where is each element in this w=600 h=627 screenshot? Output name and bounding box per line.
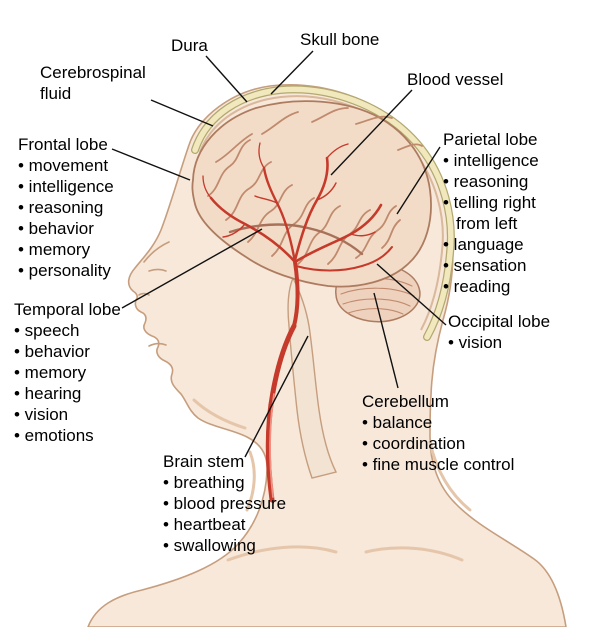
function-item: • behavior xyxy=(14,342,90,361)
lip-line xyxy=(148,342,167,347)
brain-stem-title: Brain stem xyxy=(163,452,245,471)
face-features xyxy=(138,241,170,347)
brain-stem-shape xyxy=(287,276,338,479)
temporal-lobe-leader-line xyxy=(121,228,263,309)
function-item: • heartbeat xyxy=(163,515,246,534)
skull-bone-leader-line xyxy=(270,50,314,95)
dura-title: Dura xyxy=(171,36,208,55)
nostril-line xyxy=(138,292,150,296)
temporal-lobe-title: Temporal lobe xyxy=(14,300,121,319)
function-item: • memory xyxy=(14,363,87,382)
label-skull-bone: Skull bone xyxy=(300,29,379,50)
function-item: • language xyxy=(443,235,524,254)
label-blood-vessel: Blood vessel xyxy=(407,69,503,90)
function-item: • telling right from left xyxy=(443,193,536,233)
skull-bone-band xyxy=(191,85,455,341)
parietal-lobe-title: Parietal lobe xyxy=(443,130,538,149)
function-item: • emotions xyxy=(14,426,94,445)
function-item: • vision xyxy=(448,333,503,352)
function-item: • blood pressure xyxy=(163,494,287,513)
function-item: • breathing xyxy=(163,473,245,492)
function-item: • balance xyxy=(362,413,433,432)
function-item: • intelligence xyxy=(443,151,539,170)
frontal-lobe-title: Frontal lobe xyxy=(18,135,108,154)
cerebellum-leader-line xyxy=(373,292,399,389)
parietal-lobe-functions: • intelligence • reasoning • telling right… xyxy=(443,150,565,297)
function-item: • hearing xyxy=(14,384,82,403)
function-item: • personality xyxy=(18,261,111,280)
occipital-lobe-leader-line xyxy=(376,263,447,326)
blood-vessel-leader-line xyxy=(330,89,413,176)
function-item: • memory xyxy=(18,240,91,259)
cerebrum-shape xyxy=(191,100,432,288)
skull-bone-title: Skull bone xyxy=(300,30,380,49)
eye-line xyxy=(148,268,167,272)
function-item: • fine muscle control xyxy=(362,455,515,474)
leader-lines xyxy=(111,50,447,458)
function-item: • intelligence xyxy=(18,177,114,196)
eyebrow-line xyxy=(143,241,170,263)
function-item: • sensation xyxy=(443,256,527,275)
function-item: • behavior xyxy=(18,219,94,238)
function-item: • movement xyxy=(18,156,109,175)
label-cerebrospinal-fluid: Cerebrospinal fluid xyxy=(40,62,170,104)
occipital-lobe-functions: • vision xyxy=(448,332,578,353)
label-brain-stem: Brain stem • breathing• blood pressure• … xyxy=(163,451,313,556)
function-item: • speech xyxy=(14,321,80,340)
parietal-lobe-leader-line xyxy=(396,146,441,215)
function-item: • reading xyxy=(443,277,511,296)
function-item: • vision xyxy=(14,405,69,424)
temporal-lobe-functions: • speech • behavior • memory • hearing • vis… xyxy=(14,320,129,446)
label-parietal-lobe: Parietal lobe • intelligence• reasoning•… xyxy=(443,129,565,297)
label-cerebellum: Cerebellum • balance • coordination • fine… xyxy=(362,391,537,475)
frontal-lobe-functions: • movement • intelligence • reasoning • beh… xyxy=(18,155,143,281)
brain-stem-leader-line xyxy=(244,335,309,458)
cerebellum-functions: • balance • coordination • fine muscle con… xyxy=(362,412,537,475)
function-item: • swallowing xyxy=(163,536,256,555)
function-item: • coordination xyxy=(362,434,466,453)
cerebellum-title: Cerebellum xyxy=(362,392,449,411)
label-temporal-lobe: Temporal lobe • speech • behavior • memory… xyxy=(14,299,129,446)
cerebrospinal-fluid-leader-line xyxy=(150,99,214,127)
label-occipital-lobe: Occipital lobe • vision xyxy=(448,311,578,353)
carotid-artery xyxy=(265,323,297,503)
frontal-lobe-leader-line xyxy=(111,148,191,181)
skin-shading xyxy=(192,398,472,562)
function-item: • reasoning xyxy=(443,172,529,191)
label-frontal-lobe: Frontal lobe • movement • intelligence • r… xyxy=(18,134,143,281)
cerebrospinal-fluid-title: Cerebrospinal fluid xyxy=(40,63,146,103)
blood-vessel-title: Blood vessel xyxy=(407,70,504,89)
label-dura: Dura xyxy=(171,35,208,56)
posterior-branch xyxy=(295,246,393,272)
occipital-lobe-title: Occipital lobe xyxy=(448,312,551,331)
function-item: • reasoning xyxy=(18,198,104,217)
dura-leader-line xyxy=(205,55,248,103)
brain-stem-functions: • breathing • blood pressure • heartbeat • … xyxy=(163,472,313,556)
